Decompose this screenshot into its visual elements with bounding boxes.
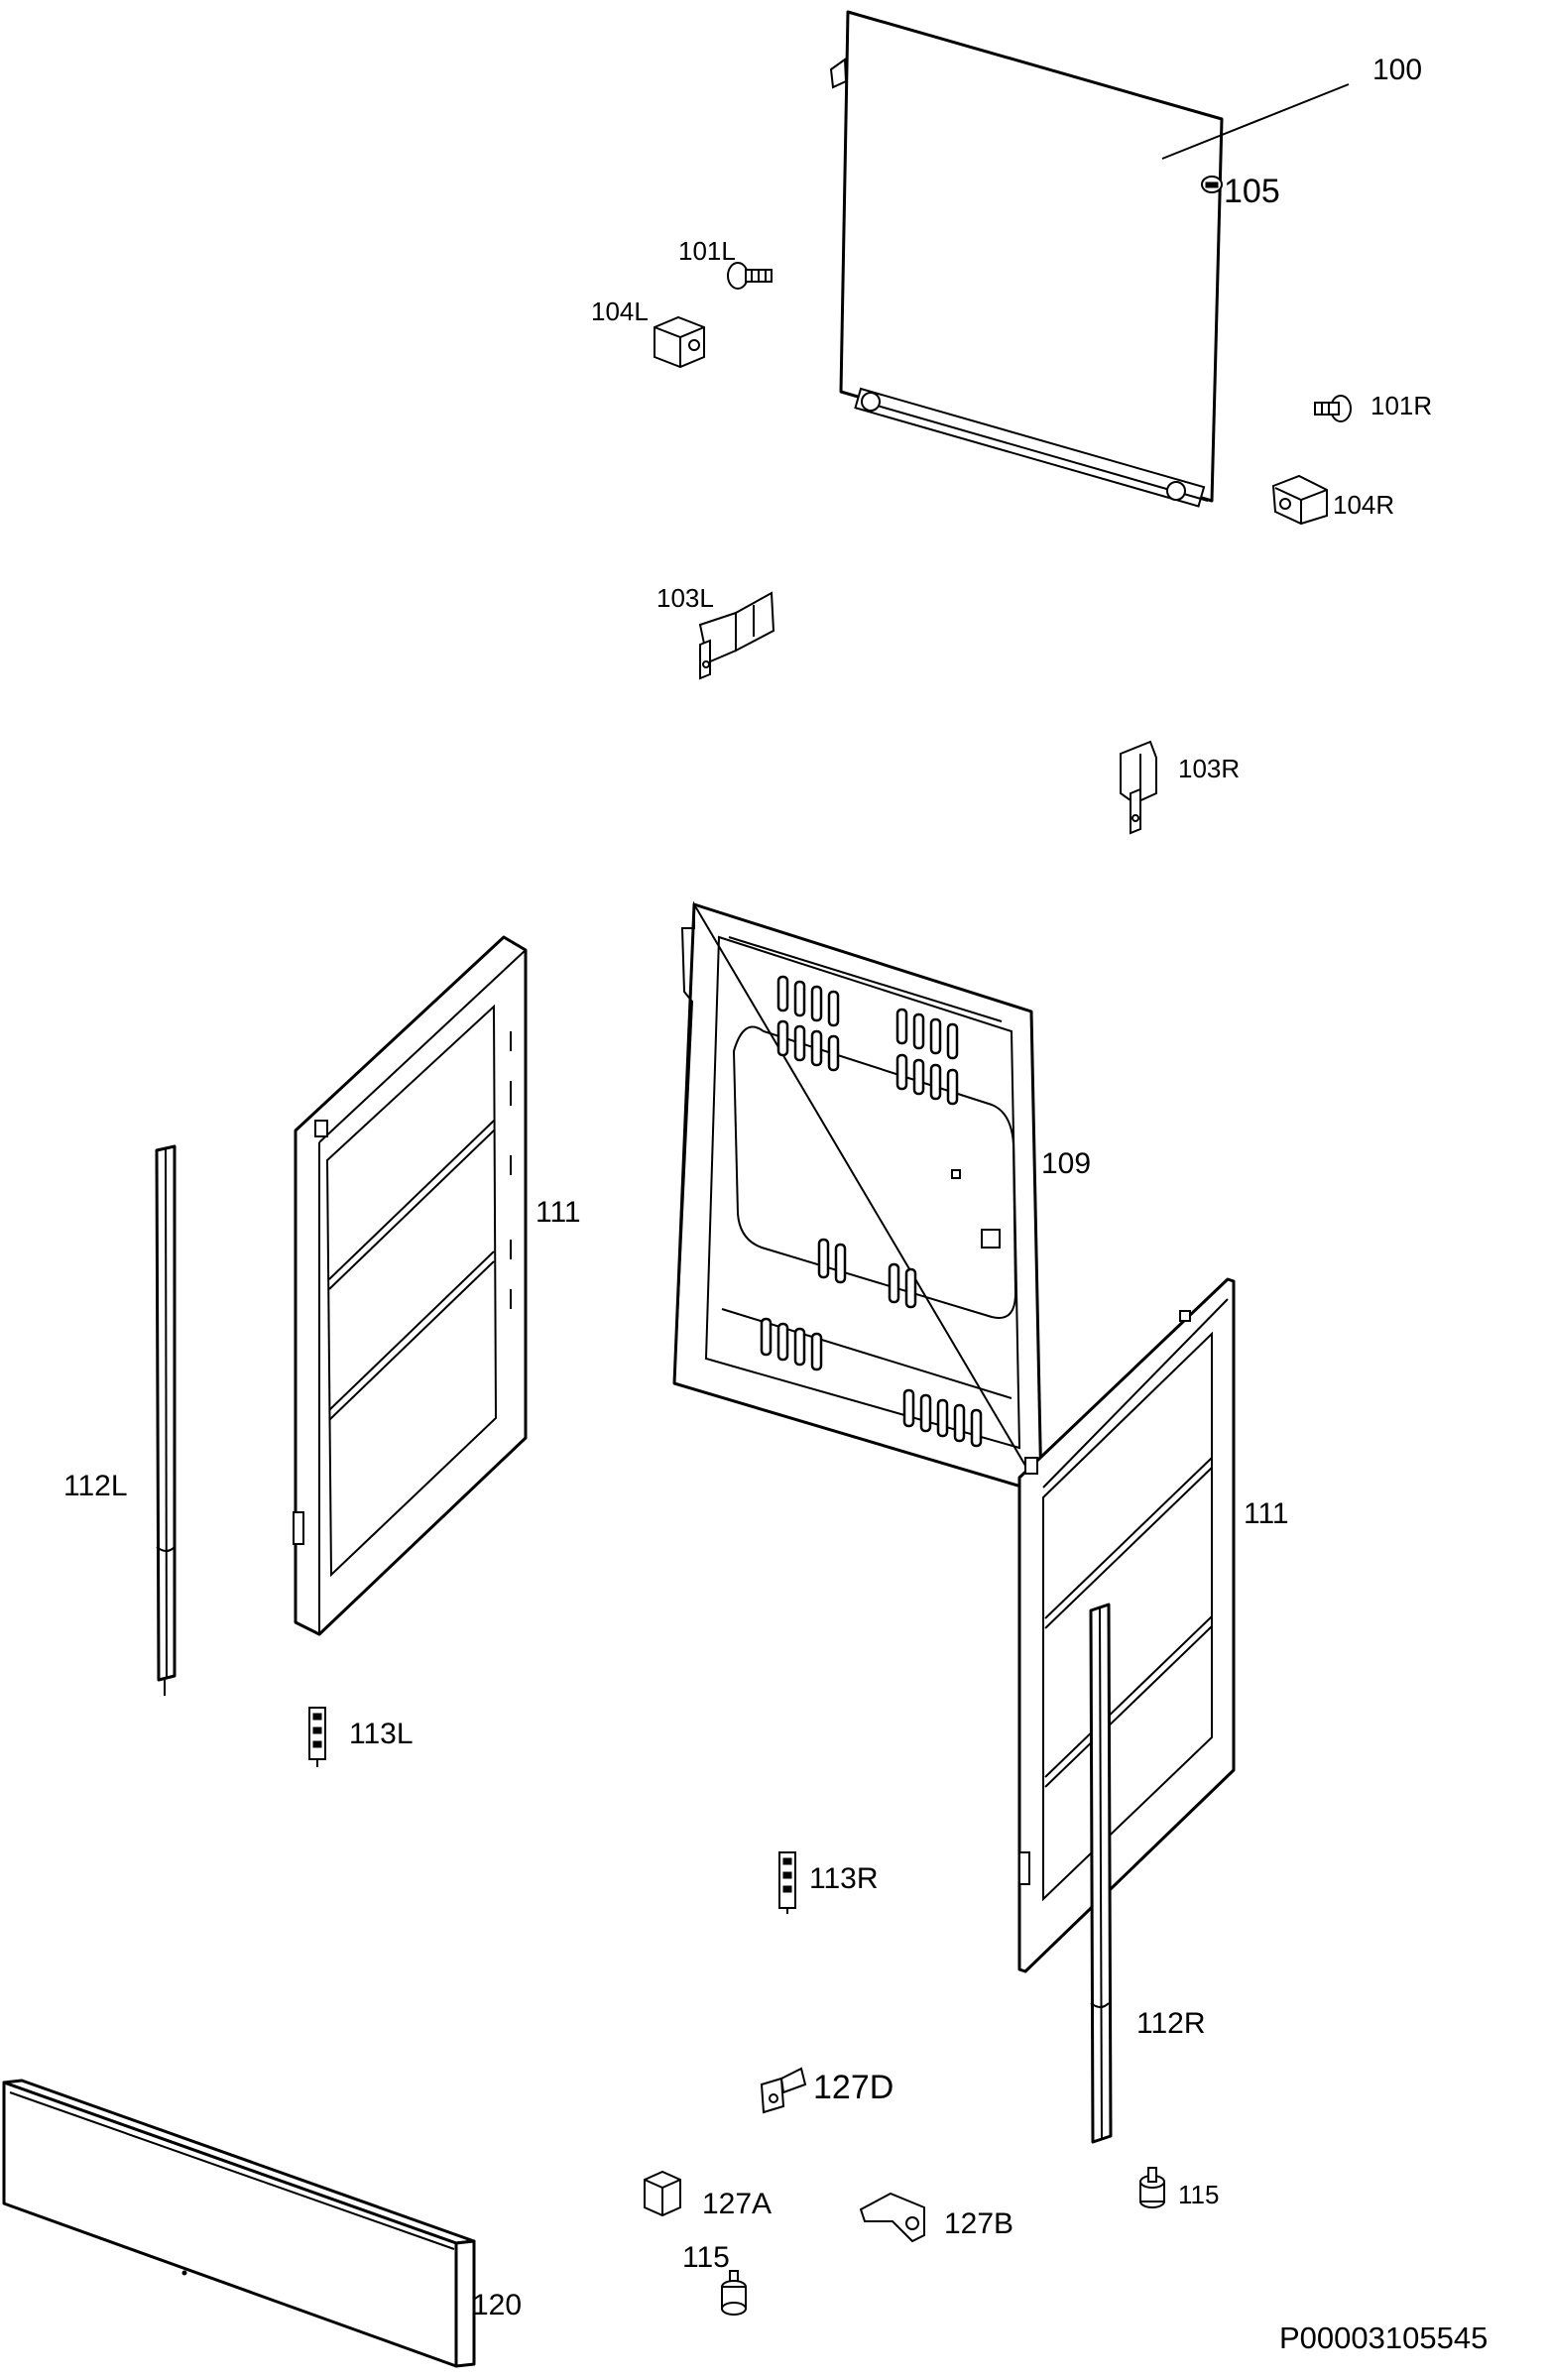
part-127D-bracket bbox=[760, 2067, 807, 2114]
label-112R: 112R bbox=[1136, 2007, 1206, 2040]
part-111-right-side-frame bbox=[1017, 1277, 1236, 1973]
part-103L-bracket bbox=[698, 591, 775, 680]
label-104R: 104R bbox=[1333, 490, 1394, 520]
part-100-glass-panel bbox=[829, 10, 1350, 508]
part-113R-latch bbox=[778, 1851, 796, 1914]
part-127A-block bbox=[644, 2170, 681, 2217]
part-120-plinth bbox=[2, 2079, 476, 2368]
label-111-right: 111 bbox=[1244, 1497, 1289, 1530]
part-112R-strip bbox=[1089, 1603, 1113, 2144]
label-104L: 104L bbox=[591, 297, 649, 326]
label-103R: 103R bbox=[1178, 754, 1240, 783]
label-109: 109 bbox=[1041, 1147, 1091, 1180]
part-115-right-foot bbox=[1139, 2167, 1165, 2208]
part-101R-screw bbox=[1314, 395, 1352, 422]
label-127D: 127D bbox=[813, 2069, 893, 2106]
part-112L-strip bbox=[155, 1144, 177, 1696]
label-120: 120 bbox=[472, 2289, 522, 2321]
label-127B: 127B bbox=[944, 2207, 1013, 2240]
label-101R: 101R bbox=[1370, 391, 1432, 420]
part-labels: 100 105 101L 104L 101R 104R 103L 103R 10… bbox=[63, 54, 1432, 2321]
part-101L-screw bbox=[727, 262, 773, 290]
part-115-bottom-foot bbox=[721, 2270, 747, 2316]
label-105: 105 bbox=[1224, 173, 1280, 210]
part-104L-hinge-block bbox=[654, 315, 705, 369]
label-127A: 127A bbox=[702, 2188, 772, 2220]
part-104R-hinge-block bbox=[1271, 474, 1328, 526]
part-127B-angle-bracket bbox=[859, 2192, 925, 2243]
label-112L: 112L bbox=[63, 1470, 128, 1502]
part-105-clip bbox=[1201, 176, 1223, 193]
part-109-vent-slots bbox=[760, 975, 983, 1448]
label-113R: 113R bbox=[809, 1862, 879, 1895]
label-113L: 113L bbox=[349, 1718, 414, 1750]
label-103L: 103L bbox=[656, 583, 714, 613]
part-113L-latch bbox=[308, 1707, 326, 1767]
label-115-bottom: 115 bbox=[682, 2241, 730, 2274]
part-103R-bracket bbox=[1120, 740, 1157, 835]
label-111-left: 111 bbox=[536, 1196, 581, 1229]
label-100: 100 bbox=[1372, 54, 1422, 86]
label-115-right: 115 bbox=[1178, 2180, 1219, 2209]
part-109-rear-plate bbox=[672, 900, 1044, 1494]
document-number: P00003105545 bbox=[1279, 2320, 1488, 2355]
label-101L: 101L bbox=[678, 236, 736, 266]
part-111-left-side-frame bbox=[293, 935, 528, 1636]
